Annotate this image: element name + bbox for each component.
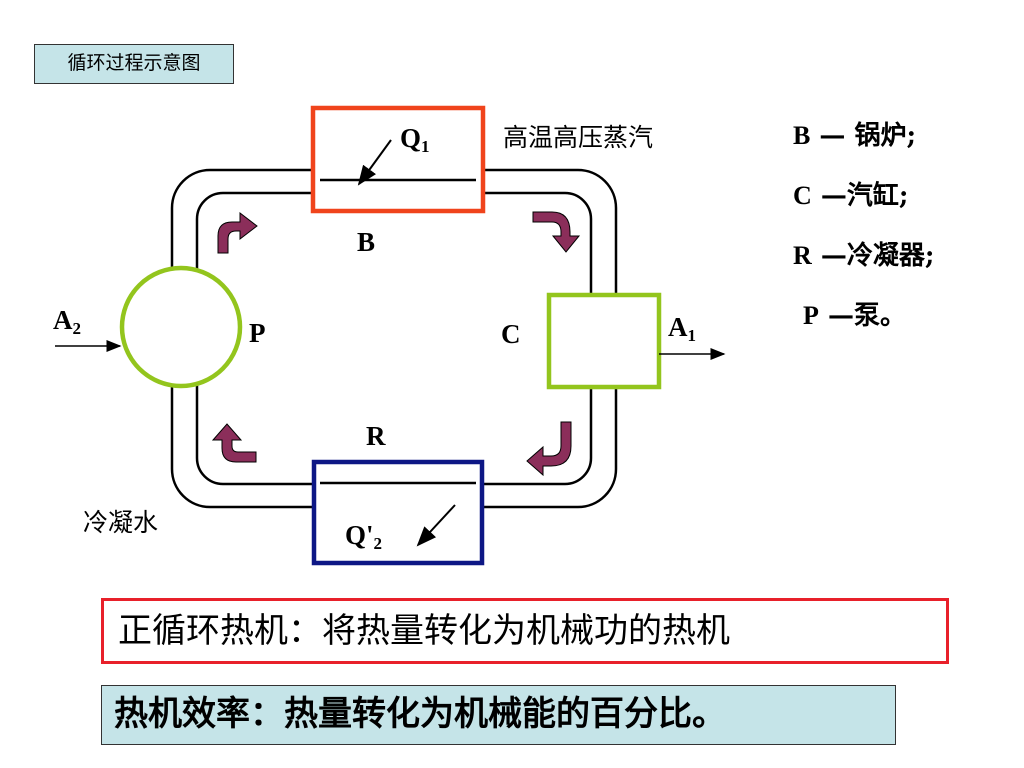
flow-arrow-top-left	[217, 211, 258, 254]
legend-item-pump: P —泵。	[803, 301, 906, 331]
label-q1: Q1	[400, 123, 430, 156]
label-a2: A2	[53, 305, 81, 338]
condensate-label: 冷凝水	[83, 508, 159, 537]
cylinder-box	[546, 292, 662, 390]
legend-item-cylinder: C —汽缸;	[793, 181, 909, 211]
definition-box: 正循环热机：将热量转化为机械功的热机	[101, 598, 949, 664]
label-b: B	[357, 227, 376, 257]
pump-circle	[119, 265, 243, 389]
condenser-box	[311, 459, 485, 566]
label-r: R	[366, 421, 386, 451]
label-a1: A1	[668, 312, 696, 345]
flow-arrow-top-right	[532, 211, 581, 253]
flow-arrow-bottom-right	[526, 421, 572, 477]
diagram-title: 循环过程示意图	[34, 44, 234, 84]
steam-label: 高温高压蒸汽	[503, 123, 654, 152]
heat-in-arrow	[357, 139, 392, 186]
legend-item-condenser: R —冷凝器;	[793, 241, 935, 271]
boiler-box	[310, 105, 486, 214]
legend-item-boiler: B — 锅炉;	[793, 121, 917, 151]
heat-out-arrow	[416, 504, 456, 547]
component-legend: B — 锅炉; C —汽缸; R —冷凝器; P —泵。	[793, 118, 934, 358]
label-p: P	[249, 318, 266, 348]
efficiency-box: 热机效率：热量转化为机械能的百分比。	[101, 685, 896, 745]
flow-arrow-bottom-left	[211, 423, 257, 463]
label-c: C	[501, 319, 521, 349]
label-q2: Q'2	[345, 520, 383, 553]
